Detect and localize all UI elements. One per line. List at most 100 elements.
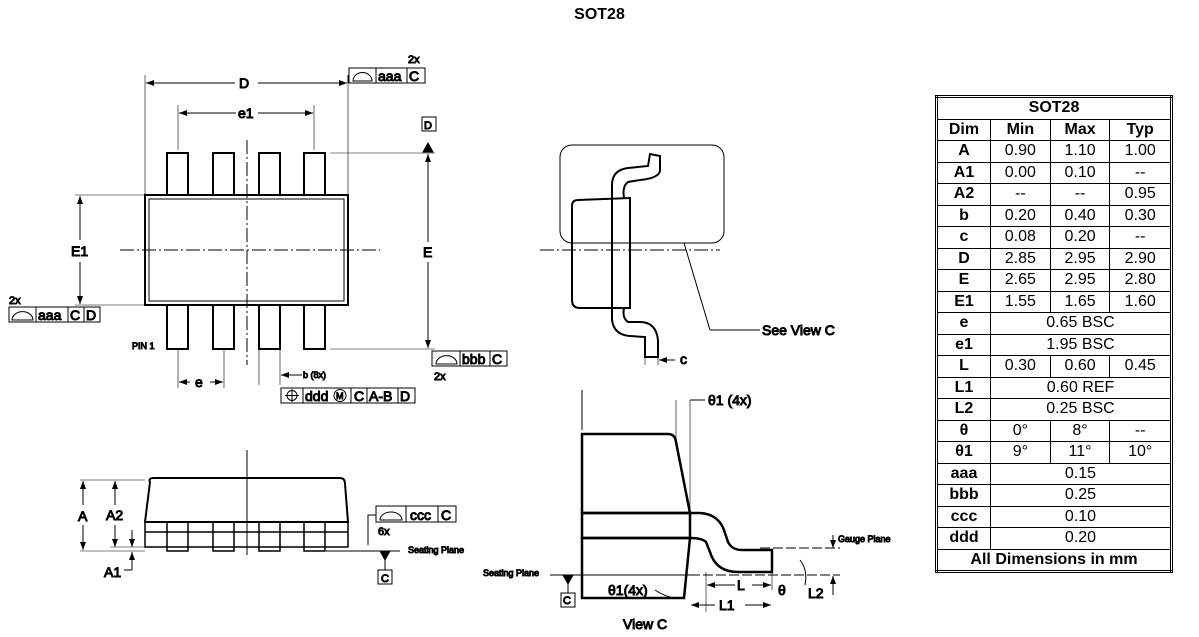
dim-cell: A1 [936, 161, 991, 184]
header-dim: Dim [936, 118, 991, 141]
dim-A-label: A [78, 508, 88, 524]
min-cell: 0.20 [990, 204, 1051, 227]
count-2x: 2x [434, 371, 446, 383]
dim-cell: aaa [936, 462, 991, 485]
dim-A2-label: A2 [106, 507, 123, 523]
max-cell: 1.65 [1049, 290, 1111, 313]
value-cell: 0.65 BSC [990, 312, 1172, 335]
theta1-label: θ1 (4x) [708, 392, 752, 408]
datum-C: C [70, 307, 80, 323]
typ-cell: -- [1109, 419, 1172, 442]
max-cell: 1.10 [1049, 140, 1111, 163]
typ-cell: -- [1109, 161, 1172, 184]
value-cell: 0.15 [990, 462, 1172, 485]
dim-cell: ccc [936, 505, 991, 528]
side-view [80, 450, 457, 585]
dim-cell: e [936, 312, 991, 335]
dim-cell: e1 [936, 333, 991, 356]
dim-cell: bbb [936, 484, 991, 507]
dim-L1-label: L1 [719, 597, 735, 613]
max-cell: 0.40 [1049, 204, 1111, 227]
dim-cell: θ [936, 419, 991, 442]
profile-view [540, 144, 760, 365]
datum-C: C [381, 573, 389, 585]
header-typ: Typ [1109, 118, 1172, 141]
dim-L-label: L [737, 577, 745, 593]
theta-label: θ [778, 582, 786, 598]
table-row: A2----0.95 [936, 183, 1172, 206]
dim-cell: b [936, 204, 991, 227]
header-max: Max [1049, 118, 1111, 141]
datum-D: D [400, 388, 410, 404]
datum-D-label: D [424, 120, 432, 132]
theta1-label: θ1(4x) [608, 582, 648, 598]
datum-D: D [86, 307, 96, 323]
typ-cell: 1.60 [1109, 290, 1172, 313]
max-cell: 0.10 [1049, 161, 1111, 184]
dim-cell: L1 [936, 376, 991, 399]
dim-cell: A [936, 140, 991, 163]
tol-ccc: ccc [410, 507, 431, 523]
dim-A1-label: A1 [104, 564, 121, 580]
typ-cell: 10° [1109, 441, 1172, 464]
count-2x: 2x [408, 54, 420, 66]
min-cell: 0° [990, 419, 1051, 442]
max-cell: 2.95 [1049, 247, 1111, 270]
dim-cell: A2 [936, 183, 991, 206]
dim-cell: E [936, 269, 991, 292]
typ-cell: 1.00 [1109, 140, 1172, 163]
table-title: SOT28 [936, 96, 1172, 120]
mmc-modifier: M [336, 391, 344, 401]
dim-cell: E1 [936, 290, 991, 313]
seating-plane-label: Seating Plane [408, 545, 464, 555]
min-cell: 1.55 [990, 290, 1051, 313]
min-cell: 0.08 [990, 226, 1051, 249]
table-footer: All Dimensions in mm [936, 548, 1172, 572]
typ-cell: 0.30 [1109, 204, 1172, 227]
dim-e-label: e [195, 374, 203, 390]
datum-C: C [492, 351, 502, 367]
min-cell: 2.65 [990, 269, 1051, 292]
view-c-label: View C [623, 616, 667, 632]
gauge-plane-label: Gauge Plane [838, 534, 891, 544]
datum-C: C [441, 507, 451, 523]
tol-aaa: aaa [378, 68, 402, 84]
min-cell: 9° [990, 441, 1051, 464]
value-cell: 0.25 [990, 484, 1172, 507]
value-cell: 0.60 REF [990, 376, 1172, 399]
typ-cell: 0.45 [1109, 355, 1172, 378]
dim-c-label: c [680, 351, 687, 367]
view-c-detail [550, 390, 840, 612]
datum-C: C [409, 68, 419, 84]
max-cell: 11° [1049, 441, 1111, 464]
typ-cell: 0.95 [1109, 183, 1172, 206]
top-view [8, 67, 508, 404]
dim-cell: D [936, 247, 991, 270]
dim-cell: θ1 [936, 441, 991, 464]
dim-E1-label: E1 [71, 243, 88, 259]
value-cell: 1.95 BSC [990, 333, 1172, 356]
tol-bbb: bbb [462, 351, 486, 367]
max-cell: 0.60 [1049, 355, 1111, 378]
min-cell: 0.90 [990, 140, 1051, 163]
max-cell: 8° [1049, 419, 1111, 442]
dim-E-label: E [423, 244, 432, 260]
seating-plane-label: Seating Plane [483, 568, 539, 578]
page-title: SOT28 [574, 6, 625, 23]
max-cell: -- [1049, 183, 1111, 206]
tol-ddd: ddd [305, 388, 328, 404]
min-cell: 0.30 [990, 355, 1051, 378]
